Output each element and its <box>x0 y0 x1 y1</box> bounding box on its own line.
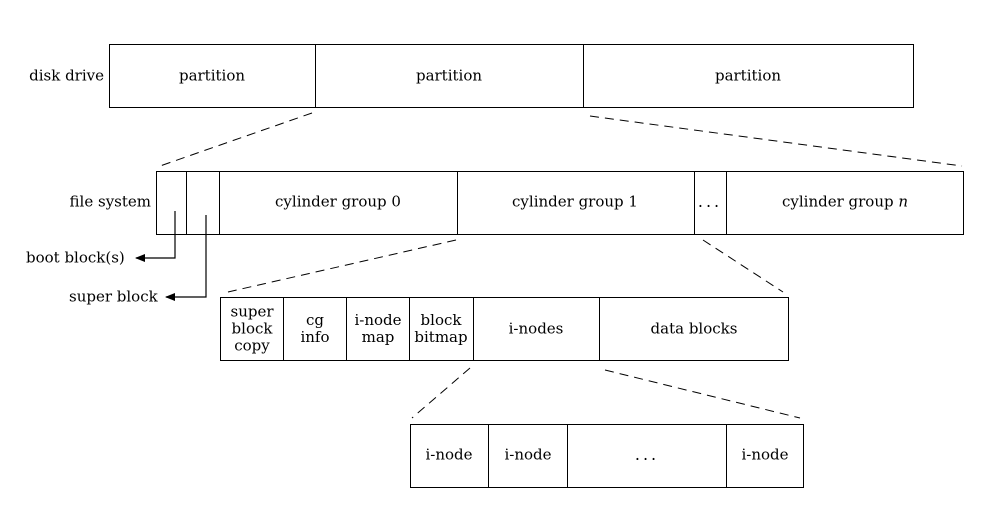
cell-line: cg <box>305 311 325 329</box>
inode-cell: i-node <box>425 445 473 464</box>
inode-cell: i-node <box>741 445 789 464</box>
file-system-box <box>156 171 964 235</box>
cylinder-group-n-var: n <box>898 192 909 211</box>
inode-cell: i-node <box>504 445 552 464</box>
cylinder-group-expansion-lines <box>227 239 784 293</box>
super-block-copy-cell: super block copy <box>230 302 274 355</box>
super-block-arrow <box>165 215 207 301</box>
inode-table-box <box>410 424 804 488</box>
boot-block-label: boot block(s) <box>26 248 125 267</box>
cg-info-cell: cg info <box>300 312 329 346</box>
inode-map-cell: i-node map <box>354 312 401 346</box>
block-pointer-arrows <box>135 211 207 301</box>
cell-line: super <box>230 302 274 321</box>
cell-line: block <box>420 311 462 329</box>
partition-1-label: partition <box>178 66 246 85</box>
cylinder-group-0-label: cylinder group 0 <box>275 192 401 211</box>
boot-block-arrow <box>135 211 176 262</box>
cylinder-group-box <box>220 297 789 361</box>
partition-expansion-lines <box>159 112 963 167</box>
cell-line: map <box>361 328 395 346</box>
cell-line: block <box>231 319 273 338</box>
partition-2-label: partition <box>415 66 483 85</box>
data-blocks-cell: data blocks <box>650 319 738 338</box>
disk-drive-box <box>109 44 914 108</box>
block-bitmap-cell: block bitmap <box>414 312 467 346</box>
super-block-label: super block <box>69 287 158 306</box>
cylinder-group-n-label: cylinder group n <box>781 192 909 211</box>
inode-expansion-lines <box>411 367 801 419</box>
cylinder-group-n-prefix: cylinder group <box>781 192 899 211</box>
inodes-cell: i-nodes <box>508 319 564 338</box>
partition-3-label: partition <box>714 66 782 85</box>
cylinder-group-ellipsis: ... <box>697 192 723 211</box>
inode-ellipsis: ... <box>634 445 660 464</box>
cell-line: bitmap <box>414 328 468 346</box>
cell-line: info <box>300 328 330 346</box>
disk-drive-label: disk drive <box>29 66 104 85</box>
file-system-label: file system <box>69 192 151 211</box>
cell-line: i-node <box>354 311 402 329</box>
cylinder-group-1-label: cylinder group 1 <box>512 192 638 211</box>
cell-line: copy <box>234 336 270 355</box>
